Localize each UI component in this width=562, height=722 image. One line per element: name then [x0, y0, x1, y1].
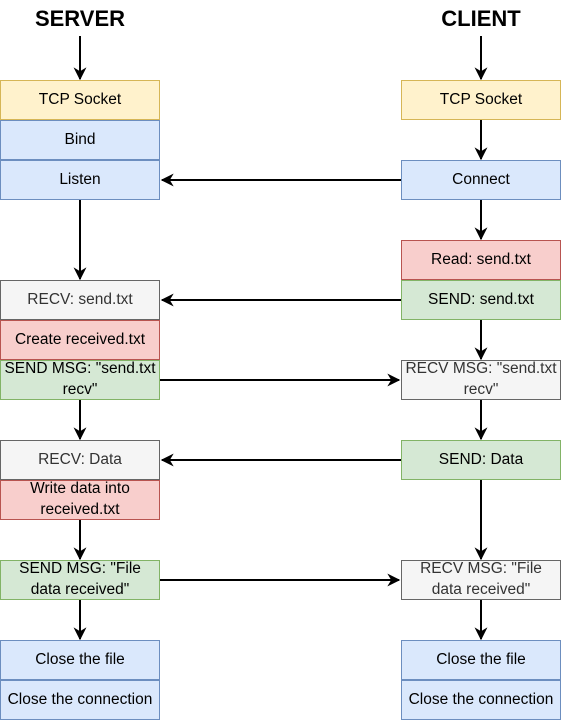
client-recv-msg-send-node: RECV MSG: "send.txt recv": [401, 360, 561, 400]
server-listen-node: Listen: [0, 160, 160, 200]
server-recv-send-txt-node: RECV: send.txt: [0, 280, 160, 320]
client-send-data-node: SEND: Data: [401, 440, 561, 480]
client-tcp-socket-node: TCP Socket: [401, 80, 561, 120]
client-close-file-node: Close the file: [401, 640, 561, 680]
server-close-connection-node: Close the connection: [0, 680, 160, 720]
server-send-msg-file-node: SEND MSG: "File data received": [0, 560, 160, 600]
server-send-msg-recv-node: SEND MSG: "send.txt recv": [0, 360, 160, 400]
client-connect-node: Connect: [401, 160, 561, 200]
server-bind-node: Bind: [0, 120, 160, 160]
client-recv-msg-file-node: RECV MSG: "File data received": [401, 560, 561, 600]
client-send-send-txt-node: SEND: send.txt: [401, 280, 561, 320]
server-title: SERVER: [34, 6, 126, 31]
server-recv-data-node: RECV: Data: [0, 440, 160, 480]
client-close-connection-node: Close the connection: [401, 680, 561, 720]
client-read-send-txt-node: Read: send.txt: [401, 240, 561, 280]
server-close-file-node: Close the file: [0, 640, 160, 680]
server-tcp-socket-node: TCP Socket: [0, 80, 160, 120]
server-write-data-node: Write data into received.txt: [0, 480, 160, 520]
server-create-received-node: Create received.txt: [0, 320, 160, 360]
client-title: CLIENT: [441, 6, 521, 31]
